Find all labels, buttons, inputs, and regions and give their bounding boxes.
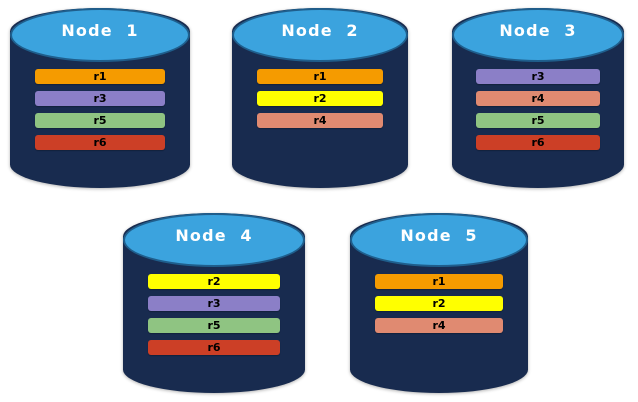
replica-list: r1 r2 r4	[232, 69, 408, 129]
replica-bar[interactable]: r5	[35, 113, 165, 129]
database-node[interactable]: Node 5 r1 r2 r4	[350, 213, 528, 393]
replica-bar[interactable]: r6	[148, 340, 280, 356]
database-node[interactable]: Node 4 r2 r3 r5 r6	[123, 213, 305, 393]
node-label: Node 3	[499, 20, 577, 40]
replica-bar[interactable]: r1	[374, 274, 504, 290]
database-node[interactable]: Node 3 r3 r4 r5 r6	[452, 8, 624, 188]
node-label: Node 5	[400, 225, 478, 245]
replica-bar[interactable]: r5	[148, 318, 280, 334]
replica-bar[interactable]: r4	[476, 91, 600, 107]
replica-bar[interactable]: r2	[256, 91, 384, 107]
database-node[interactable]: Node 1 r1 r3 r5 r6	[10, 8, 190, 188]
replica-list: r1 r3 r5 r6	[10, 69, 190, 151]
node-label: Node 4	[175, 225, 253, 245]
cylinder-top-ellipse	[123, 213, 305, 267]
cylinder-top-ellipse	[350, 213, 528, 267]
replica-bar[interactable]: r3	[476, 69, 600, 85]
cylinder-top-ellipse	[452, 8, 624, 62]
replica-bar[interactable]: r4	[374, 318, 504, 334]
replica-bar[interactable]: r2	[148, 274, 280, 290]
replica-bar[interactable]: r4	[256, 113, 384, 129]
node-label: Node 1	[61, 20, 139, 40]
replica-list: r1 r2 r4	[350, 274, 528, 334]
replica-bar[interactable]: r2	[374, 296, 504, 312]
replica-bar[interactable]: r6	[476, 135, 600, 151]
replica-bar[interactable]: r3	[35, 91, 165, 107]
node-label: Node 2	[281, 20, 359, 40]
replica-list: r2 r3 r5 r6	[123, 274, 305, 356]
replica-bar[interactable]: r3	[148, 296, 280, 312]
replica-bar[interactable]: r6	[35, 135, 165, 151]
replica-bar[interactable]: r5	[476, 113, 600, 129]
replica-bar[interactable]: r1	[256, 69, 384, 85]
cylinder-top-ellipse	[10, 8, 190, 62]
database-node[interactable]: Node 2 r1 r2 r4	[232, 8, 408, 188]
replica-list: r3 r4 r5 r6	[452, 69, 624, 151]
cylinder-top-ellipse	[232, 8, 408, 62]
replica-bar[interactable]: r1	[35, 69, 165, 85]
